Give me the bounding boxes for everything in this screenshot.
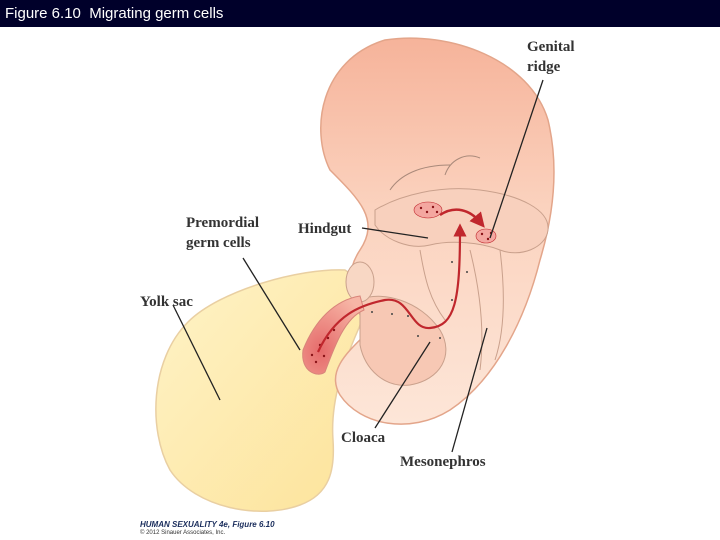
slide-title: Figure 6.10 Migrating germ cells — [0, 0, 720, 27]
label-cloaca: Cloaca — [341, 430, 386, 446]
leader-hindgut — [361, 227, 429, 239]
leader-premordial — [242, 257, 301, 351]
caption-source: HUMAN SEXUALITY 4e, Figure 6.10 — [140, 520, 275, 529]
label-hindgut: Hindgut — [298, 221, 352, 237]
label-mesonephros: Mesonephros — [400, 454, 486, 470]
caption-copyright: © 2012 Sinauer Associates, Inc. — [140, 530, 226, 536]
allantois-stalk — [302, 295, 365, 375]
yolk-sac-shape — [155, 269, 364, 512]
label-genital-ridge: Genital ridge — [527, 39, 575, 75]
label-yolk-sac: Yolk sac — [140, 294, 193, 310]
leader-mesonephros — [451, 327, 488, 453]
embryo-illustration — [155, 37, 555, 512]
migration-arrow — [317, 223, 467, 353]
leader-genital-ridge — [489, 79, 544, 239]
figure-caption: HUMAN SEXUALITY 4e, Figure 6.10 © 2012 S… — [140, 520, 275, 537]
label-premordial-germ-cells: Premordial germ cells — [186, 215, 260, 251]
leader-yolk-sac — [172, 304, 221, 401]
leader-cloaca — [374, 341, 431, 429]
